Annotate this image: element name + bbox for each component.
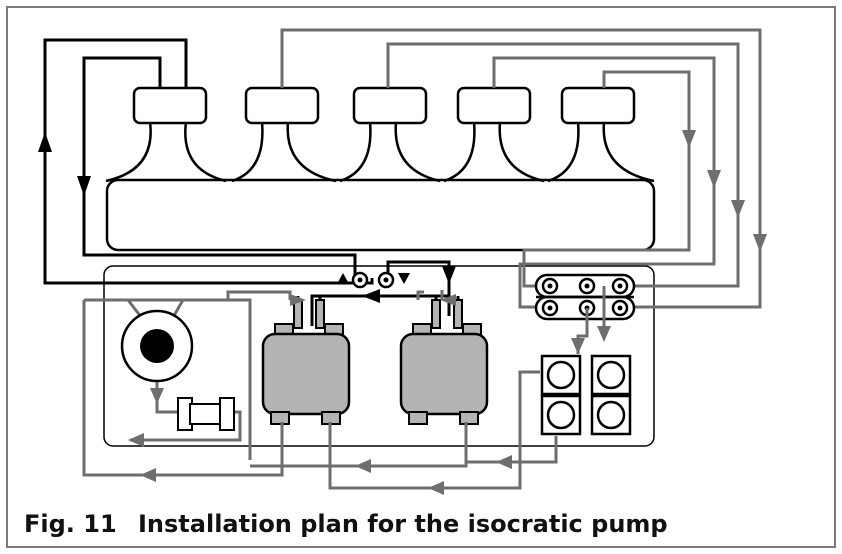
figure-title: Installation plan for the isocratic pump — [138, 510, 668, 538]
flow-arrow-icon — [731, 200, 745, 218]
flow-arrow-icon — [398, 273, 410, 284]
flow-arrow-icon — [496, 455, 512, 469]
pump-head-right — [399, 299, 489, 425]
head-to-head-line — [328, 388, 522, 490]
flow-arrow-icon — [77, 176, 91, 196]
flow-arrow-icon — [128, 433, 144, 447]
solvent-bottle-2 — [231, 86, 337, 183]
filter-return-line — [130, 410, 242, 442]
pressure-sensor — [120, 309, 194, 383]
solvent-tray — [105, 178, 656, 252]
flow-arrow-icon — [140, 468, 156, 482]
figure-number: Fig. 11 — [24, 510, 117, 538]
flow-arrow-icon — [38, 132, 52, 152]
rinse-valve-port-2 — [377, 271, 395, 289]
solvent-bottle-5 — [547, 86, 655, 183]
flow-arrow-icon — [597, 326, 611, 342]
flow-arrow-icon — [682, 130, 696, 148]
pump-housing — [103, 265, 655, 447]
solvent-line-c — [386, 42, 740, 288]
flow-arrow-icon — [442, 266, 456, 284]
flow-arrow-icon — [362, 289, 380, 303]
solvent-line-a — [522, 70, 691, 288]
flow-arrow-icon — [707, 170, 721, 188]
rinse-valve-port-1 — [351, 271, 369, 289]
rinse-supply-line — [386, 260, 451, 316]
solvent-bottle-1 — [105, 86, 227, 183]
flow-arrow-icon — [150, 388, 164, 404]
figure-caption: Fig. 11 Installation plan for the isocrat… — [24, 510, 668, 538]
solvent-line-d — [280, 28, 762, 309]
inline-filter — [177, 397, 235, 431]
rinse-outlet-line — [43, 38, 374, 285]
flow-arrow-icon — [337, 273, 349, 284]
flow-arrow-icon — [753, 234, 767, 252]
flow-arrow-icon — [290, 294, 306, 306]
rinse-return-line — [82, 56, 357, 278]
outer-return-line — [82, 300, 284, 477]
left-head-outlet-line — [250, 422, 468, 468]
pump-head-inlet-right — [416, 290, 424, 300]
solvent-line-b — [492, 56, 716, 309]
degasser-link-line — [518, 370, 540, 388]
flow-arrow-icon — [428, 481, 444, 495]
sensor-inlet-line — [84, 298, 252, 460]
solvent-bottle-4 — [443, 86, 545, 183]
degasser — [540, 354, 632, 436]
solvent-bottle-3 — [339, 86, 441, 183]
flow-arrow-icon — [440, 294, 456, 306]
flow-arrow-icon — [355, 459, 371, 473]
pump-head-left — [261, 299, 351, 425]
rinse-crossover-line — [310, 294, 449, 326]
flow-arrow-icon — [571, 338, 585, 354]
